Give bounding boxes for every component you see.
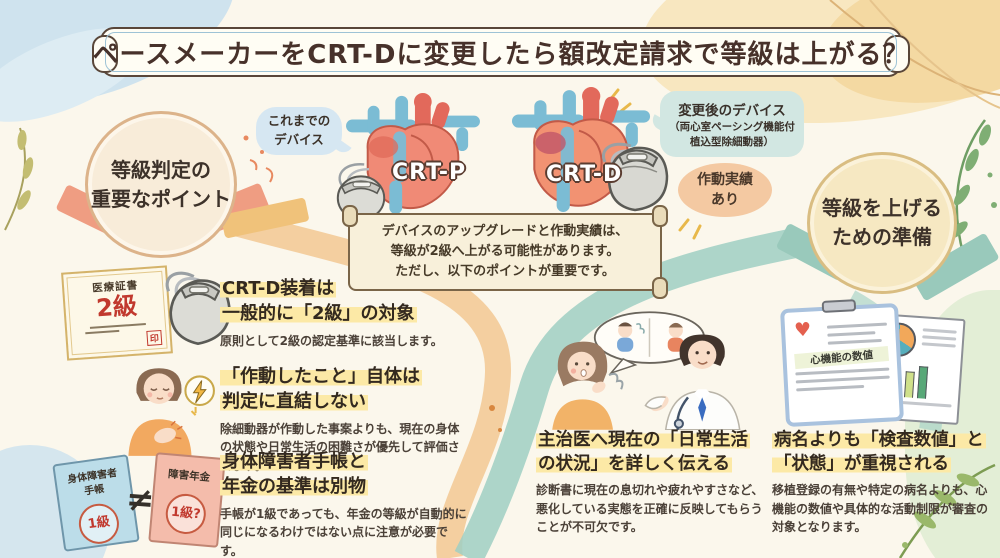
point2-heading-line1: 「作動したこと」自体は [220,366,422,387]
line [795,375,890,384]
scroll-line2: 等級が2級へ上がる可能性があります。 [390,243,620,259]
left-badge-line2: 重要なポイント [91,186,231,211]
point5-heading-line1: 病名よりも「検査数値」と [772,430,986,450]
point5-heading-line2: 「状態」が重視される [772,454,951,475]
point2-heading-line2: 判定に直結しない [220,390,368,412]
before-device-bubble-line1: これまでの [267,113,331,129]
heart-icon: ♥ [793,318,812,342]
clipboard-lines [795,367,890,392]
handbook-blue-grade: 1級 [76,501,122,547]
heart-anatomy-crtd-icon [511,87,651,212]
bar [916,366,929,399]
point3-heading-line1: 身体障害者手帳と [220,451,368,472]
point5-body: 移植登録の有無や特定の病名よりも、心機能の数値や具体的な活動制限が審査の対象とな… [772,483,989,535]
right-section-badge: 等級を上げる ための準備 [807,152,957,294]
dot-accent [498,428,502,432]
point2-heading: 「作動したこと」自体は 判定に直結しない [220,365,466,415]
activation-record-bubble: 作動実績 あり [678,163,772,217]
scroll-roll-icon [652,205,668,227]
point5-text: 病名よりも「検査数値」と 「状態」が重視される 移植登録の有無や特定の病名よりも… [772,428,996,537]
title-banner: ペースメーカーをCRT-Dに変更したら額改定請求で等級は上がる？ [92,27,910,77]
clipboard-label: 心機能の数値 [794,345,890,370]
after-device-bubble-line3: 植込型除細動器） [690,136,774,148]
activation-line2: あり [711,192,739,208]
point4-heading-line1: 主治医へ現在の「日常生活 [536,430,750,450]
after-device-bubble: 変更後のデバイス （両心室ペーシング機能付 植込型除細動器） [660,91,804,157]
scroll-roll-icon [652,277,668,299]
line [827,338,882,345]
clipboard-lines [826,322,888,345]
clipboard-clip-icon [821,299,857,313]
point4-body: 診断書に現在の息切れや疲れやすさなど、悪化している実態を正確に反映してもらうこと… [536,483,764,535]
scroll-line1: デバイスのアップグレードと作動実績は、 [381,223,629,239]
line [827,331,876,337]
page-title: ペースメーカーをCRT-Dに変更したら額改定請求で等級は上がる？ [92,39,910,70]
not-equal-sign: ≠ [124,479,156,521]
bar [904,371,915,398]
point1-heading-line1: CRT-D装着は [220,278,337,299]
point3-heading: 身体障害者手帳と 年金の基準は別物 [220,450,468,500]
clipboard-heart-values: ♥ 心機能の数値 [779,299,905,428]
before-device-bubble: これまでの デバイス [256,107,342,155]
sheet-line [921,342,956,348]
certificate-line [85,329,120,334]
point4-text: 主治医へ現在の「日常生活 の状況」を詳しく伝える 診断書に現在の息切れや疲れやす… [536,428,768,537]
point5-heading: 病名よりも「検査数値」と 「状態」が重視される [772,428,996,476]
pension-handbook-card: 障害年金 1級? [148,452,226,548]
point1-body: 原則として2級の認定基準に該当します。 [220,333,443,348]
line [826,322,887,329]
crtd-label: CRT-D [546,162,623,187]
crtp-label: CRT-P [392,160,467,185]
point3-heading-line2: 年金の基準は別物 [220,475,368,497]
line [795,367,890,376]
leaf-sprig-left [4,127,34,231]
activation-line1: 作動実績 [697,171,753,188]
after-device-bubble-line1: 変更後のデバイス [678,103,786,119]
handbook-pink-grade: 1級? [164,491,208,536]
heart-anatomy-crtp-icon [346,92,480,215]
left-badge-line1: 等級判定の [111,157,211,182]
sheet-line [922,335,957,341]
handbook-pink-line1: 障害年金 [167,468,211,484]
point3-text: 身体障害者手帳と 年金の基準は別物 手帳が1級であっても、年金の等級が自動的に同… [220,450,468,558]
right-badge-line2: ための準備 [832,225,932,249]
doctor-consultation-illustration [552,311,741,430]
after-device-bubble-line2: （両心室ペーシング機能付 [669,121,795,133]
point3-body: 手帳が1級であっても、年金の等級が自動的に同じになるわけではない点に注意が必要で… [220,506,467,558]
before-device-bubble-line2: デバイス [274,132,324,147]
right-badge-line1: 等級を上げる [822,196,942,220]
point4-heading: 主治医へ現在の「日常生活 の状況」を詳しく伝える [536,428,768,476]
certificate-line [89,322,146,329]
crtd-device-icon [602,142,669,212]
point1-heading-line2: 一般的に「2級」の対象 [220,302,417,324]
summary-scroll-banner: デバイスのアップグレードと作動実績は、 等級が2級へ上がる可能性があります。 た… [342,205,668,299]
crtd-device-small-icon [165,271,231,346]
patient-hand-on-chest-icon [128,368,215,456]
scroll-line3: ただし、以下のポイントが重要です。 [395,264,615,280]
line [796,384,864,392]
left-section-badge: 等級判定の 重要なポイント [85,111,237,258]
dot-accent [489,405,495,411]
sheet-line [922,328,957,334]
point4-heading-line2: の状況」を詳しく伝える [536,454,732,475]
scroll-roll-icon [342,205,358,227]
certificate-grade: 2級 [95,291,138,323]
